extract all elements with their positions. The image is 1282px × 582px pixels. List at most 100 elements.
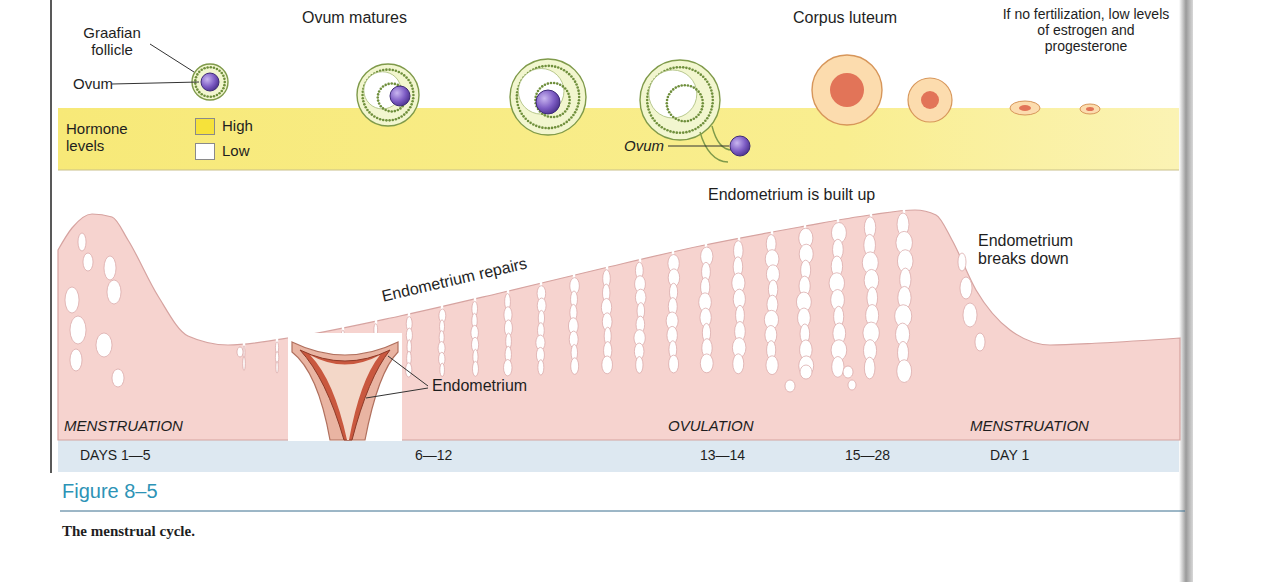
antrum <box>649 70 697 118</box>
leader-line <box>388 356 428 386</box>
granulosa-cell <box>575 108 578 111</box>
granulosa-cell <box>660 126 663 129</box>
granulosa-cell <box>387 83 390 86</box>
granulosa-cell <box>679 132 682 135</box>
granulosa-cell <box>209 95 212 98</box>
granulosa-cell <box>709 86 712 89</box>
granulosa-cell <box>550 82 553 85</box>
granulosa-cell <box>672 67 675 70</box>
granulosa-cell <box>557 66 560 69</box>
legend-heading: Hormone levels <box>66 120 148 155</box>
granulosa-cell <box>578 92 581 95</box>
granulosa-cell <box>203 94 206 97</box>
granulosa-cell <box>699 111 702 114</box>
granulosa-cell <box>209 66 212 69</box>
granulosa-cell <box>541 85 544 88</box>
granulosa-cell <box>395 118 398 121</box>
granulosa-cell <box>544 114 547 117</box>
corpus-luteum <box>812 55 882 125</box>
granulosa-cell <box>700 73 703 76</box>
granulosa-cell <box>682 66 685 69</box>
corpus-albicans-core <box>1019 105 1031 111</box>
granulosa-cell <box>382 85 385 88</box>
scan-edge <box>1179 0 1193 582</box>
granulosa-cell <box>216 68 219 71</box>
granulosa-cell <box>670 113 673 116</box>
granulosa-cell <box>685 131 688 134</box>
granulosa-cell <box>566 108 569 111</box>
gland-lumen <box>958 253 966 271</box>
granulosa-cell <box>708 83 711 86</box>
granulosa-cell <box>412 94 415 97</box>
granulosa-cell <box>697 71 700 74</box>
granulosa-cell <box>682 131 685 134</box>
stage-label: Corpus luteum <box>793 9 897 27</box>
granulosa-cell <box>395 70 398 73</box>
granulosa-cell <box>711 95 714 98</box>
granulosa-cell <box>687 120 690 123</box>
granulosa-cell <box>391 69 394 72</box>
granulosa-cell <box>702 122 705 125</box>
granulosa-cell <box>547 82 550 85</box>
granulosa-cell <box>695 88 698 91</box>
granulosa-cell <box>385 68 388 71</box>
day-range: DAY 1 <box>990 447 1029 463</box>
gland-lumen <box>602 356 613 374</box>
follicle <box>357 64 419 126</box>
figure-caption: The menstrual cycle. <box>62 523 195 540</box>
granulosa-cell <box>384 109 387 112</box>
granulosa-cell <box>679 66 682 69</box>
endometrial-glands <box>65 209 985 392</box>
granulosa-cell <box>675 117 678 120</box>
granulosa-cell <box>516 94 519 97</box>
granulosa-cell <box>576 86 579 89</box>
granulosa-cell <box>647 105 650 108</box>
granulosa-cell <box>394 83 397 86</box>
granulosa-cell <box>398 71 401 74</box>
granulosa-cell <box>409 106 412 109</box>
legend-text: Low <box>222 142 250 159</box>
granulosa-cell <box>376 96 379 99</box>
endometrium-tissue <box>58 210 1180 440</box>
granulosa-cell <box>694 128 697 131</box>
granulosa-cell <box>538 66 541 69</box>
endometrium-lining <box>300 350 390 440</box>
granulosa-cell <box>206 95 209 98</box>
gland-lumen <box>104 256 116 280</box>
granulosa-cell <box>568 73 571 76</box>
granulosa-cell <box>370 113 373 116</box>
granulosa-cell <box>198 91 201 94</box>
corpus-albicans-core <box>1086 107 1094 111</box>
gland-lumen <box>472 361 478 376</box>
phase-name: OVULATION <box>668 417 754 434</box>
granulosa-cell <box>403 113 406 116</box>
legend-text: High <box>222 117 253 134</box>
granulosa-cell <box>541 65 544 68</box>
granulosa-cell <box>697 126 700 129</box>
granulosa-cell <box>690 119 693 122</box>
granulosa-cell <box>666 102 669 105</box>
granulosa-cell <box>560 124 563 127</box>
granulosa-cell <box>388 119 391 122</box>
granulosa-cell <box>574 80 577 83</box>
granulosa-cell <box>658 124 661 127</box>
granulosa-cell <box>677 85 680 88</box>
granulosa-cell <box>544 65 547 68</box>
granulosa-cell <box>699 93 702 96</box>
granulosa-cell <box>223 81 226 84</box>
granulosa-cell <box>412 91 415 94</box>
granulosa-cell <box>691 68 694 71</box>
granulosa-cell <box>695 116 698 119</box>
day-range: 6—12 <box>415 447 452 463</box>
granulosa-cell <box>570 75 573 78</box>
granulosa-cell <box>577 89 580 92</box>
granulosa-cell <box>653 120 656 123</box>
granulosa-cell <box>363 103 366 106</box>
granulosa-cell <box>223 78 226 81</box>
phase-label: Endometrium breaks down <box>978 232 1098 269</box>
granulosa-cell <box>405 76 408 79</box>
follicle <box>640 60 720 140</box>
gland-lumen <box>538 360 544 375</box>
granulosa-cell <box>667 96 670 99</box>
uterus-inset <box>288 333 428 441</box>
